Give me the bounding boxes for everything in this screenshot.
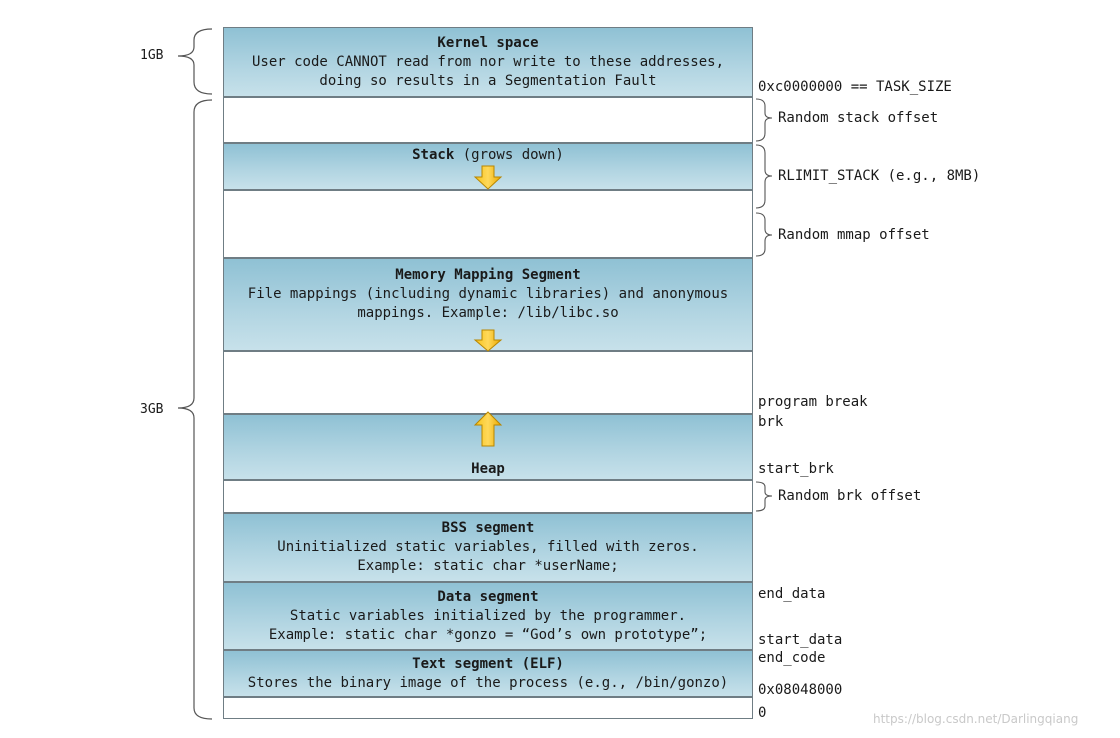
kernel-space-line1: User code CANNOT read from nor write to …: [251, 54, 724, 70]
text-line1: Stores the binary image of the process (…: [247, 675, 729, 691]
bottom-reserved-gap: [223, 697, 753, 719]
bss-line2: Example: static char *userName;: [357, 558, 619, 574]
zero-address-label: 0: [758, 705, 767, 721]
right-brace-random-brk: [755, 481, 773, 512]
right-brace-random-mmap: [755, 212, 773, 257]
left-brace-1gb: [177, 28, 213, 95]
stack-title: Stack: [412, 147, 455, 163]
mmap-down-arrow-icon: [473, 329, 503, 352]
kernel-space-title: Kernel space: [437, 35, 539, 51]
right-brace-rlimit-stack: [755, 144, 773, 209]
random-mmap-gap: [223, 190, 753, 258]
bss-title: BSS segment: [441, 520, 535, 536]
mmap-title: Memory Mapping Segment: [395, 267, 581, 283]
random-brk-gap: [223, 480, 753, 513]
text-title: Text segment (ELF): [412, 656, 564, 672]
end-code-label: end_code: [758, 650, 826, 666]
mmap-line2: mappings. Example: /lib/libc.so: [357, 305, 619, 321]
size-label-3gb: 3GB: [140, 402, 164, 417]
start-brk-label: start_brk: [758, 461, 834, 477]
watermark: https://blog.csdn.net/Darlingqiang: [873, 712, 1079, 726]
end-data-label: end_data: [758, 586, 826, 602]
bss-segment: BSS segment Uninitialized static variabl…: [223, 513, 753, 582]
task-size-label: 0xc0000000 == TASK_SIZE: [758, 79, 952, 95]
program-break-label: program break: [758, 394, 868, 410]
data-line2: Example: static char *gonzo = “God’s own…: [268, 627, 708, 643]
mmap-line1: File mappings (including dynamic librari…: [247, 286, 729, 302]
random-mmap-offset-label: Random mmap offset: [778, 227, 930, 243]
right-brace-random-stack: [755, 98, 773, 142]
heap-up-arrow-icon: [473, 411, 503, 447]
kernel-space-segment: Kernel space User code CANNOT read from …: [223, 27, 753, 97]
data-segment: Data segment Static variables initialize…: [223, 582, 753, 650]
brk-label: brk: [758, 414, 784, 430]
data-line1: Static variables initialized by the prog…: [289, 608, 687, 624]
kernel-space-line2: doing so results in a Segmentation Fault: [319, 73, 657, 89]
rlimit-stack-label: RLIMIT_STACK (e.g., 8MB): [778, 168, 981, 184]
stack-down-arrow-icon: [473, 165, 503, 190]
random-brk-offset-label: Random brk offset: [778, 488, 922, 504]
stack-subtitle: (grows down): [454, 147, 564, 163]
heap-title: Heap: [471, 461, 505, 477]
text-address-label: 0x08048000: [758, 682, 843, 698]
random-stack-gap: [223, 97, 753, 143]
random-stack-offset-label: Random stack offset: [778, 110, 939, 126]
text-segment: Text segment (ELF) Stores the binary ima…: [223, 650, 753, 697]
left-brace-3gb: [177, 99, 213, 720]
unallocated-gap: [223, 351, 753, 414]
size-label-1gb: 1GB: [140, 48, 164, 63]
start-data-label: start_data: [758, 632, 843, 648]
data-title: Data segment: [437, 589, 539, 605]
bss-line1: Uninitialized static variables, filled w…: [277, 539, 699, 555]
